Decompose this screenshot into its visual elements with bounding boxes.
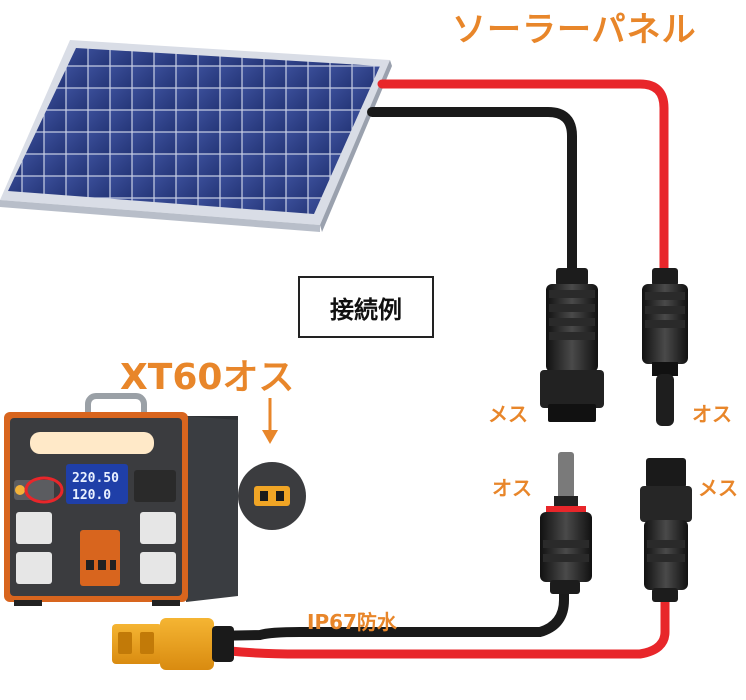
xt60-plug — [112, 618, 234, 670]
mc4-female-top — [540, 268, 604, 422]
cables — [205, 79, 670, 659]
female-top-label: メス — [488, 402, 528, 426]
xt60-callout — [238, 398, 306, 530]
mc4-male-bottom — [540, 452, 592, 594]
connection-example-label: 接続例 — [330, 295, 402, 324]
power-station — [4, 393, 238, 606]
male-top-label: オス — [692, 402, 732, 426]
solar-panel-label: ソーラーパネル — [452, 10, 697, 50]
mc4-male-top — [642, 268, 688, 426]
female-bottom-label: メス — [698, 476, 738, 500]
xt60-male-label: XT60オス — [120, 357, 295, 398]
male-bottom-label: オス — [492, 476, 532, 500]
solar-panel — [0, 40, 392, 232]
display-line-2: 120.0 — [72, 488, 111, 503]
display-line-1: 220.50 — [72, 471, 119, 486]
ip67-label: IP67防水 — [307, 610, 397, 634]
connection-example-box: 接続例 — [298, 276, 434, 338]
mc4-female-bottom — [640, 458, 692, 602]
